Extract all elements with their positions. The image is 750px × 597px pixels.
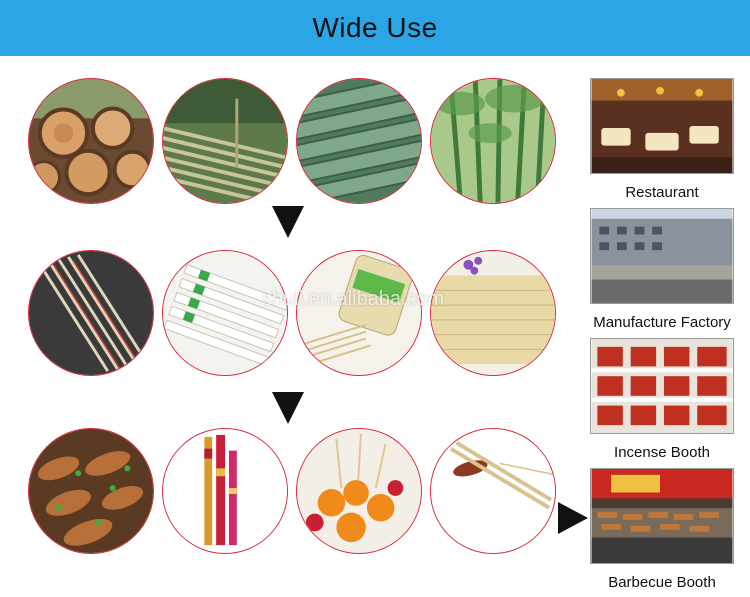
restaurant-image xyxy=(591,79,733,173)
barbecue-booth-image xyxy=(591,469,733,563)
use-caption-barbecue-booth: Barbecue Booth xyxy=(608,574,716,591)
circle-chopsticks-on-rest xyxy=(430,428,556,554)
watermark-text: shuli.en.alibaba.com xyxy=(262,288,445,310)
circle-logs xyxy=(28,78,154,204)
fruit-picks-image xyxy=(297,429,421,553)
packed-chopsticks-image xyxy=(163,251,287,375)
chopsticks-on-rest-image xyxy=(431,429,555,553)
logs-image xyxy=(29,79,153,203)
barbecue-booth-photo xyxy=(590,468,734,564)
toothpick-bundle-image xyxy=(431,251,555,375)
use-caption-factory: Manufacture Factory xyxy=(593,314,731,331)
incense-booth-photo xyxy=(590,338,734,434)
use-caption-restaurant: Restaurant xyxy=(625,184,699,201)
page-title: Wide Use xyxy=(312,12,438,43)
circle-bamboo-stalks xyxy=(296,78,422,204)
bamboo-forest-image xyxy=(431,79,555,203)
bamboo-stalks-image xyxy=(297,79,421,203)
use-caption-incense-booth: Incense Booth xyxy=(614,444,710,461)
circle-incense-sticks xyxy=(162,428,288,554)
arrow-right-icon xyxy=(558,502,588,534)
circle-toothpick-jar xyxy=(296,250,422,376)
incense-booth-image xyxy=(591,339,733,433)
wrapped-sticks-image xyxy=(29,251,153,375)
incense-sticks-image xyxy=(163,429,287,553)
circle-bamboo-forest xyxy=(430,78,556,204)
bamboo-poles-image xyxy=(163,79,287,203)
arrow-down-icon xyxy=(272,206,304,238)
arrow-down-icon xyxy=(272,392,304,424)
circle-packed-chopsticks xyxy=(162,250,288,376)
circle-bbq-skewers xyxy=(28,428,154,554)
circle-toothpick-bundle xyxy=(430,250,556,376)
factory-image xyxy=(591,209,733,303)
header-banner: Wide Use xyxy=(0,0,750,56)
restaurant-photo xyxy=(590,78,734,174)
toothpick-jar-image xyxy=(297,251,421,375)
circle-wrapped-sticks xyxy=(28,250,154,376)
factory-photo xyxy=(590,208,734,304)
circle-fruit-picks xyxy=(296,428,422,554)
circle-bamboo-poles xyxy=(162,78,288,204)
bbq-skewers-image xyxy=(29,429,153,553)
